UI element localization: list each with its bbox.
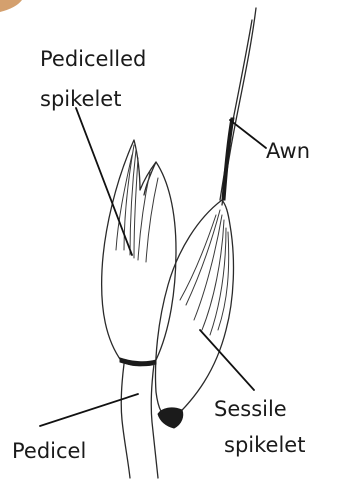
pedicelled-spikelet-label-line1: Pedicelled <box>40 47 146 71</box>
sessile-spikelet-leader <box>200 330 254 390</box>
pedicel-leader <box>40 394 138 426</box>
awn-label: Awn <box>266 139 310 163</box>
pedicelled-spikelet-drawing <box>102 140 176 366</box>
sessile-spikelet-label-line1: Sessile <box>214 397 287 421</box>
corner-artifact <box>0 0 22 12</box>
pedicel-drawing <box>121 364 158 478</box>
awn-leader <box>230 120 266 148</box>
pedicelled-spikelet-label-line2: spikelet <box>40 87 121 111</box>
sessile-spikelet-drawing <box>156 200 234 428</box>
pedicel-label: Pedicel <box>12 439 86 463</box>
awn-drawing <box>220 8 256 205</box>
sessile-spikelet-label-line2: spikelet <box>224 433 305 457</box>
pedicelled-spikelet-leader <box>76 108 132 255</box>
